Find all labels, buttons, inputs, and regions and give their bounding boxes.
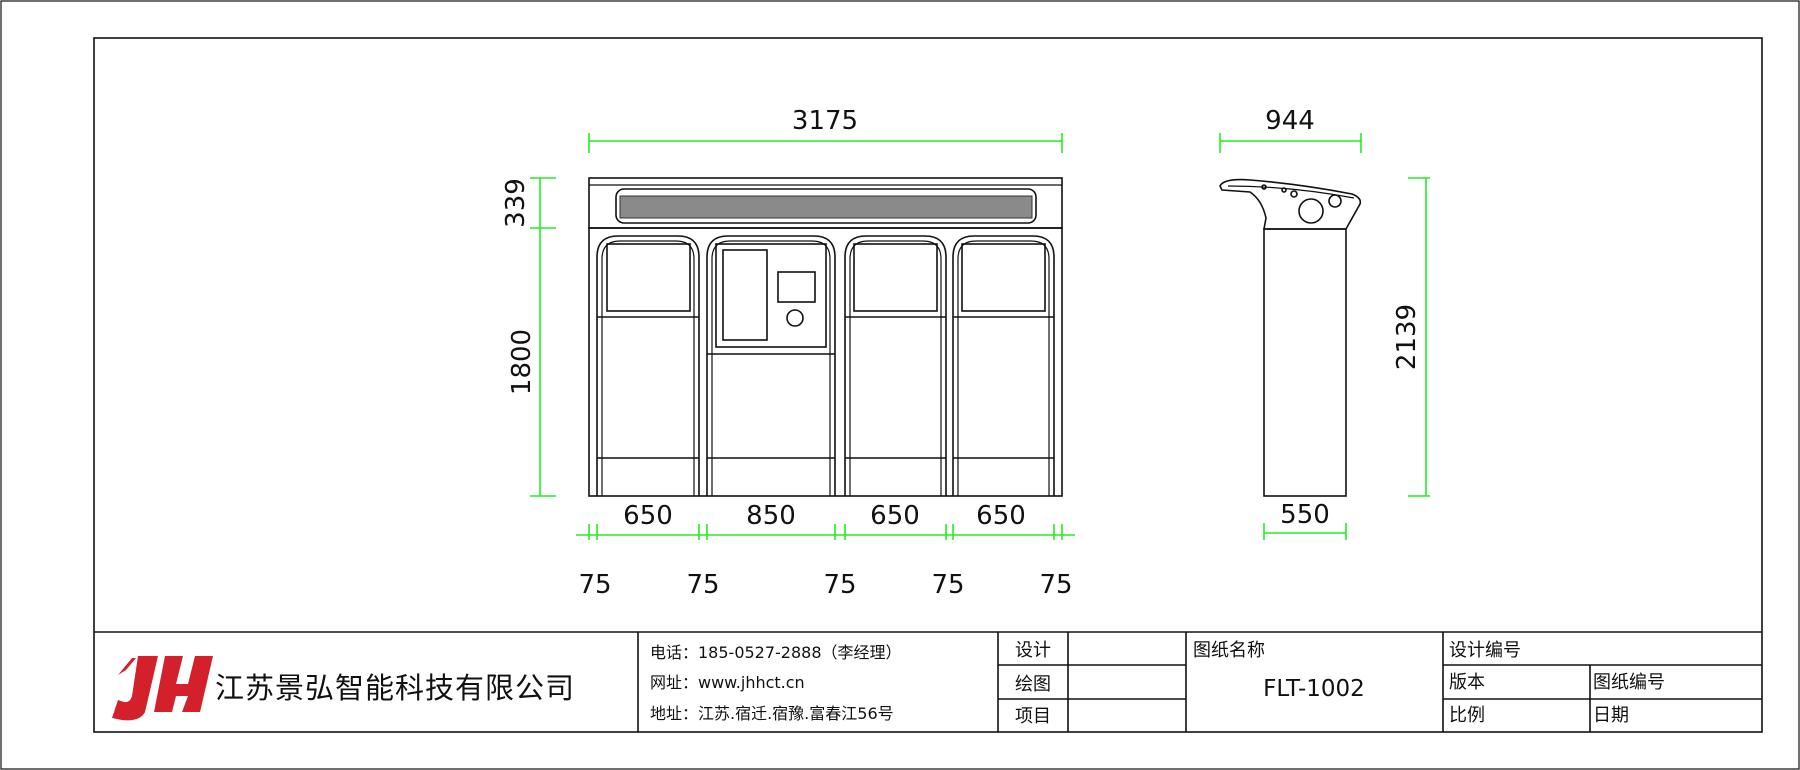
dim-side-base-width: 550 xyxy=(1280,500,1330,530)
side-hole-5 xyxy=(1261,184,1267,190)
bay-2-panel-frame xyxy=(715,243,827,348)
bay-2-screen xyxy=(722,249,768,341)
label-project: 项目 xyxy=(1015,706,1051,727)
side-hole-2 xyxy=(1328,194,1342,208)
dim-bay-4-width: 650 xyxy=(976,501,1026,531)
front-body xyxy=(588,227,1063,497)
contact-phone: 电话：185-0527-2888（李经理） xyxy=(650,643,902,662)
dim-bay-3-width: 650 xyxy=(870,501,920,531)
dim-gap-5: 75 xyxy=(1039,570,1072,600)
contact-website: 网址：www.jhhct.cn xyxy=(650,673,805,692)
front-bay-4 xyxy=(952,235,1055,496)
label-scale: 比例 xyxy=(1449,705,1485,726)
front-bay-1 xyxy=(596,235,700,496)
label-version: 版本 xyxy=(1449,672,1485,693)
dim-gap-4: 75 xyxy=(931,570,964,600)
dim-front-width: 3175 xyxy=(792,106,858,136)
dim-gap-1: 75 xyxy=(578,570,611,600)
side-view xyxy=(1219,178,1362,497)
bay-2-display xyxy=(777,271,816,303)
bay-1-opening xyxy=(606,243,691,312)
dim-body-height: 1800 xyxy=(507,329,537,395)
front-dimensions: 3175 339 1800 650 850 650 650 75 75 75 7… xyxy=(501,106,1075,600)
side-canopy xyxy=(1219,178,1362,230)
drawing-code: FLT-1002 xyxy=(1263,676,1365,702)
dim-bay-1-width: 650 xyxy=(623,501,673,531)
dim-side-height: 2139 xyxy=(1392,304,1422,370)
dim-side-depth: 944 xyxy=(1265,106,1315,136)
side-dimensions: 944 2139 550 xyxy=(1219,106,1430,540)
side-body xyxy=(1263,228,1347,497)
dim-gap-2: 75 xyxy=(686,570,719,600)
bay-3-opening xyxy=(853,243,938,312)
bay-2-scanner xyxy=(786,309,804,327)
dim-top-band-height: 339 xyxy=(501,178,531,228)
company-logo: JH xyxy=(112,656,213,721)
contact-address: 地址：江苏.宿迁.宿豫.富春江56号 xyxy=(650,704,894,723)
label-drawing: 绘图 xyxy=(1015,674,1051,695)
bay-4-opening xyxy=(961,243,1046,312)
side-hole-4 xyxy=(1281,187,1287,193)
company-name: 江苏景弘智能科技有限公司 xyxy=(215,671,575,705)
dim-gap-3: 75 xyxy=(823,570,856,600)
drawing-border xyxy=(93,37,1763,733)
label-drawing-name: 图纸名称 xyxy=(1193,640,1265,661)
label-design-no: 设计编号 xyxy=(1449,640,1521,661)
front-led-panel xyxy=(615,188,1037,224)
front-bay-3 xyxy=(844,235,947,496)
side-hole-1 xyxy=(1298,198,1324,224)
dim-bay-2-width: 850 xyxy=(746,501,796,531)
label-date: 日期 xyxy=(1593,705,1629,726)
front-bay-2 xyxy=(706,235,836,496)
label-drawing-no: 图纸编号 xyxy=(1593,672,1665,693)
title-block: JH 江苏景弘智能科技有限公司 电话：185-0527-2888（李经理） 网址… xyxy=(94,631,1762,732)
front-view xyxy=(588,177,1063,497)
label-design: 设计 xyxy=(1015,640,1051,661)
side-hole-3 xyxy=(1290,190,1298,198)
